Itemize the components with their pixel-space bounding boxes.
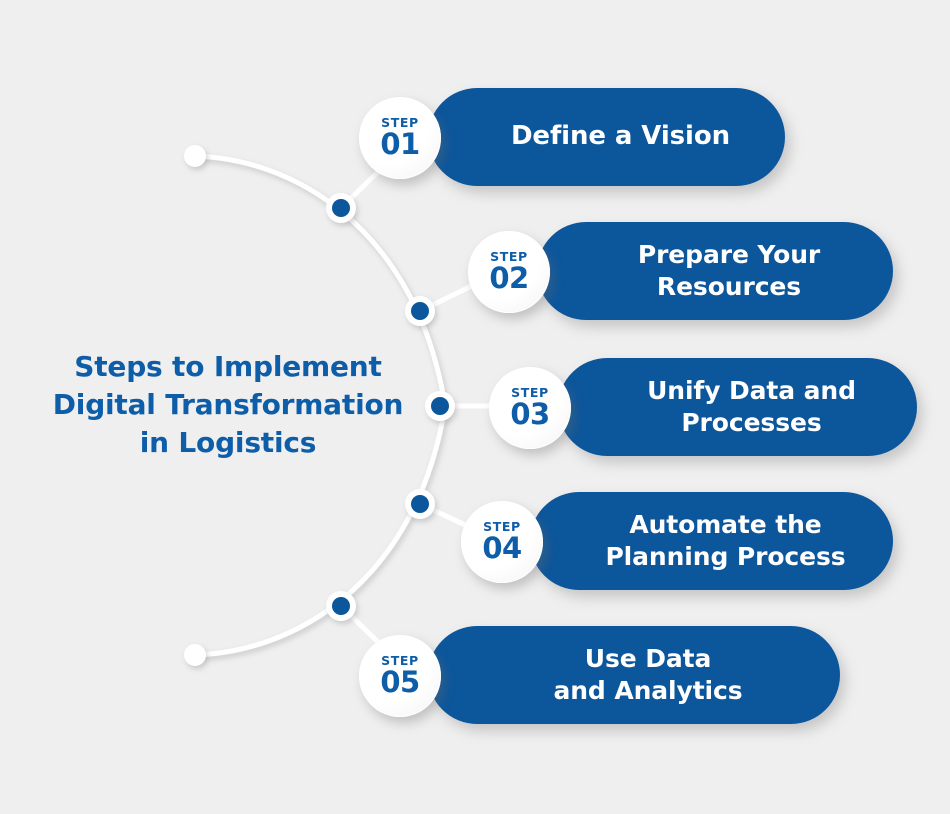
arc-endpoint-top-dot — [184, 145, 206, 167]
step-number-03: 03 — [510, 397, 550, 432]
step-label-05: Use Data and Analytics — [507, 643, 760, 707]
step-word-04: STEP — [483, 518, 521, 534]
step-label-02-line-2: Resources — [656, 272, 802, 301]
step-pill-01[interactable]: Define a Vision — [428, 88, 785, 186]
node-dot-step-05[interactable] — [326, 591, 356, 621]
step-badge-04[interactable]: STEP 04 — [461, 501, 543, 583]
step-word-01: STEP — [381, 114, 419, 130]
node-dot-step-04[interactable] — [405, 489, 435, 519]
step-label-02-line-1: Prepare Your — [637, 240, 821, 269]
step-number-02: 02 — [489, 261, 529, 296]
arc-spine — [192, 153, 448, 658]
page-title: Steps to Implement Digital Transformatio… — [28, 348, 428, 462]
step-item-05[interactable]: Use Data and Analytics STEP 05 — [359, 616, 844, 736]
step-badge-03[interactable]: STEP 03 — [489, 367, 571, 449]
step-label-03-line-2: Processes — [681, 408, 822, 437]
step-badge-05[interactable]: STEP 05 — [359, 635, 441, 717]
step-label-01: Define a Vision — [510, 121, 731, 152]
page-title-line-1: Steps to Implement — [74, 350, 382, 383]
step-word-03: STEP — [511, 384, 549, 400]
step-badge-02[interactable]: STEP 02 — [468, 231, 550, 313]
step-word-02: STEP — [490, 248, 528, 264]
step-label-05-line-2: and Analytics — [553, 676, 743, 705]
step-label-04-line-2: Planning Process — [605, 542, 846, 571]
page-title-line-2: Digital Transformation — [52, 388, 404, 422]
step-number-05: 05 — [380, 665, 420, 700]
step-label-05-line-1: Use Data — [584, 644, 712, 673]
step-badge-01[interactable]: STEP 01 — [359, 97, 441, 179]
page-title-line-3: in Logistics — [139, 426, 317, 460]
node-dot-step-03[interactable] — [425, 391, 455, 421]
node-dot-step-01[interactable] — [326, 193, 356, 223]
step-number-01: 01 — [380, 127, 420, 162]
step-word-05: STEP — [381, 652, 419, 668]
node-dot-step-02[interactable] — [405, 296, 435, 326]
arc-endpoint-bottom-dot — [184, 644, 206, 666]
step-label-04-line-1: Automate the — [629, 510, 822, 539]
step-pill-05[interactable]: Use Data and Analytics — [428, 626, 840, 724]
step-number-04: 04 — [482, 531, 522, 566]
step-label-03-line-1: Unify Data and — [647, 376, 856, 405]
step-item-01[interactable]: Define a Vision STEP 01 — [359, 78, 789, 198]
